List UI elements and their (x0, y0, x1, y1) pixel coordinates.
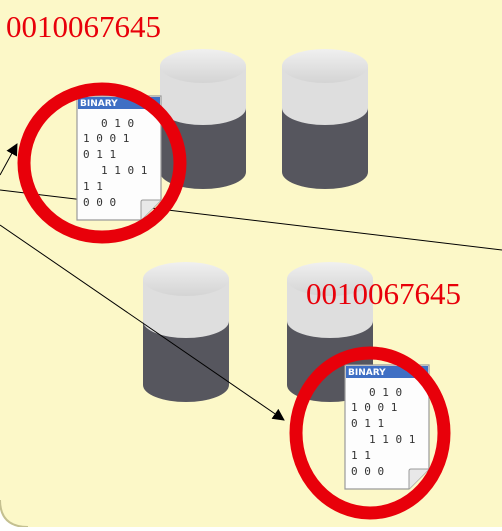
arrow-to-top-file (0, 143, 18, 176)
svg-text:0 1 0: 0 1 0 (101, 117, 134, 130)
svg-text:1 1 0 1: 1 1 0 1 (369, 433, 415, 446)
binary-file-icon: BINARY 0 1 0 1 0 0 1 0 1 1 1 1 0 1 1 1 0… (344, 364, 430, 490)
binary-file-icon: BINARY 0 1 0 1 0 0 1 0 1 1 1 1 0 1 1 1 0… (76, 95, 162, 221)
arrow-to-bottom-file (0, 224, 285, 421)
svg-text:1 0 0 1: 1 0 0 1 (83, 132, 129, 145)
svg-text:1 0 0 1: 1 0 0 1 (351, 401, 397, 414)
svg-text:0 1 0: 0 1 0 (369, 386, 402, 399)
svg-text:1 1 0 1: 1 1 0 1 (101, 164, 147, 177)
svg-text:BINARY: BINARY (348, 368, 386, 378)
svg-text:0 0 0: 0 0 0 (351, 465, 384, 478)
svg-text:1 1: 1 1 (83, 180, 103, 193)
database-cylinder-icon (160, 49, 246, 189)
id-label-bottom: 0010067645 (306, 276, 461, 311)
svg-text:0 0 0: 0 0 0 (83, 196, 116, 209)
database-cylinder-icon (282, 49, 368, 189)
svg-text:0 1 1: 0 1 1 (351, 417, 384, 430)
svg-text:1 1: 1 1 (351, 449, 371, 462)
id-label-top: 0010067645 (6, 9, 161, 44)
highlight-circle (17, 82, 187, 244)
svg-text:0 1 1: 0 1 1 (83, 148, 116, 161)
highlight-circle (289, 346, 451, 520)
svg-text:BINARY: BINARY (80, 99, 118, 109)
